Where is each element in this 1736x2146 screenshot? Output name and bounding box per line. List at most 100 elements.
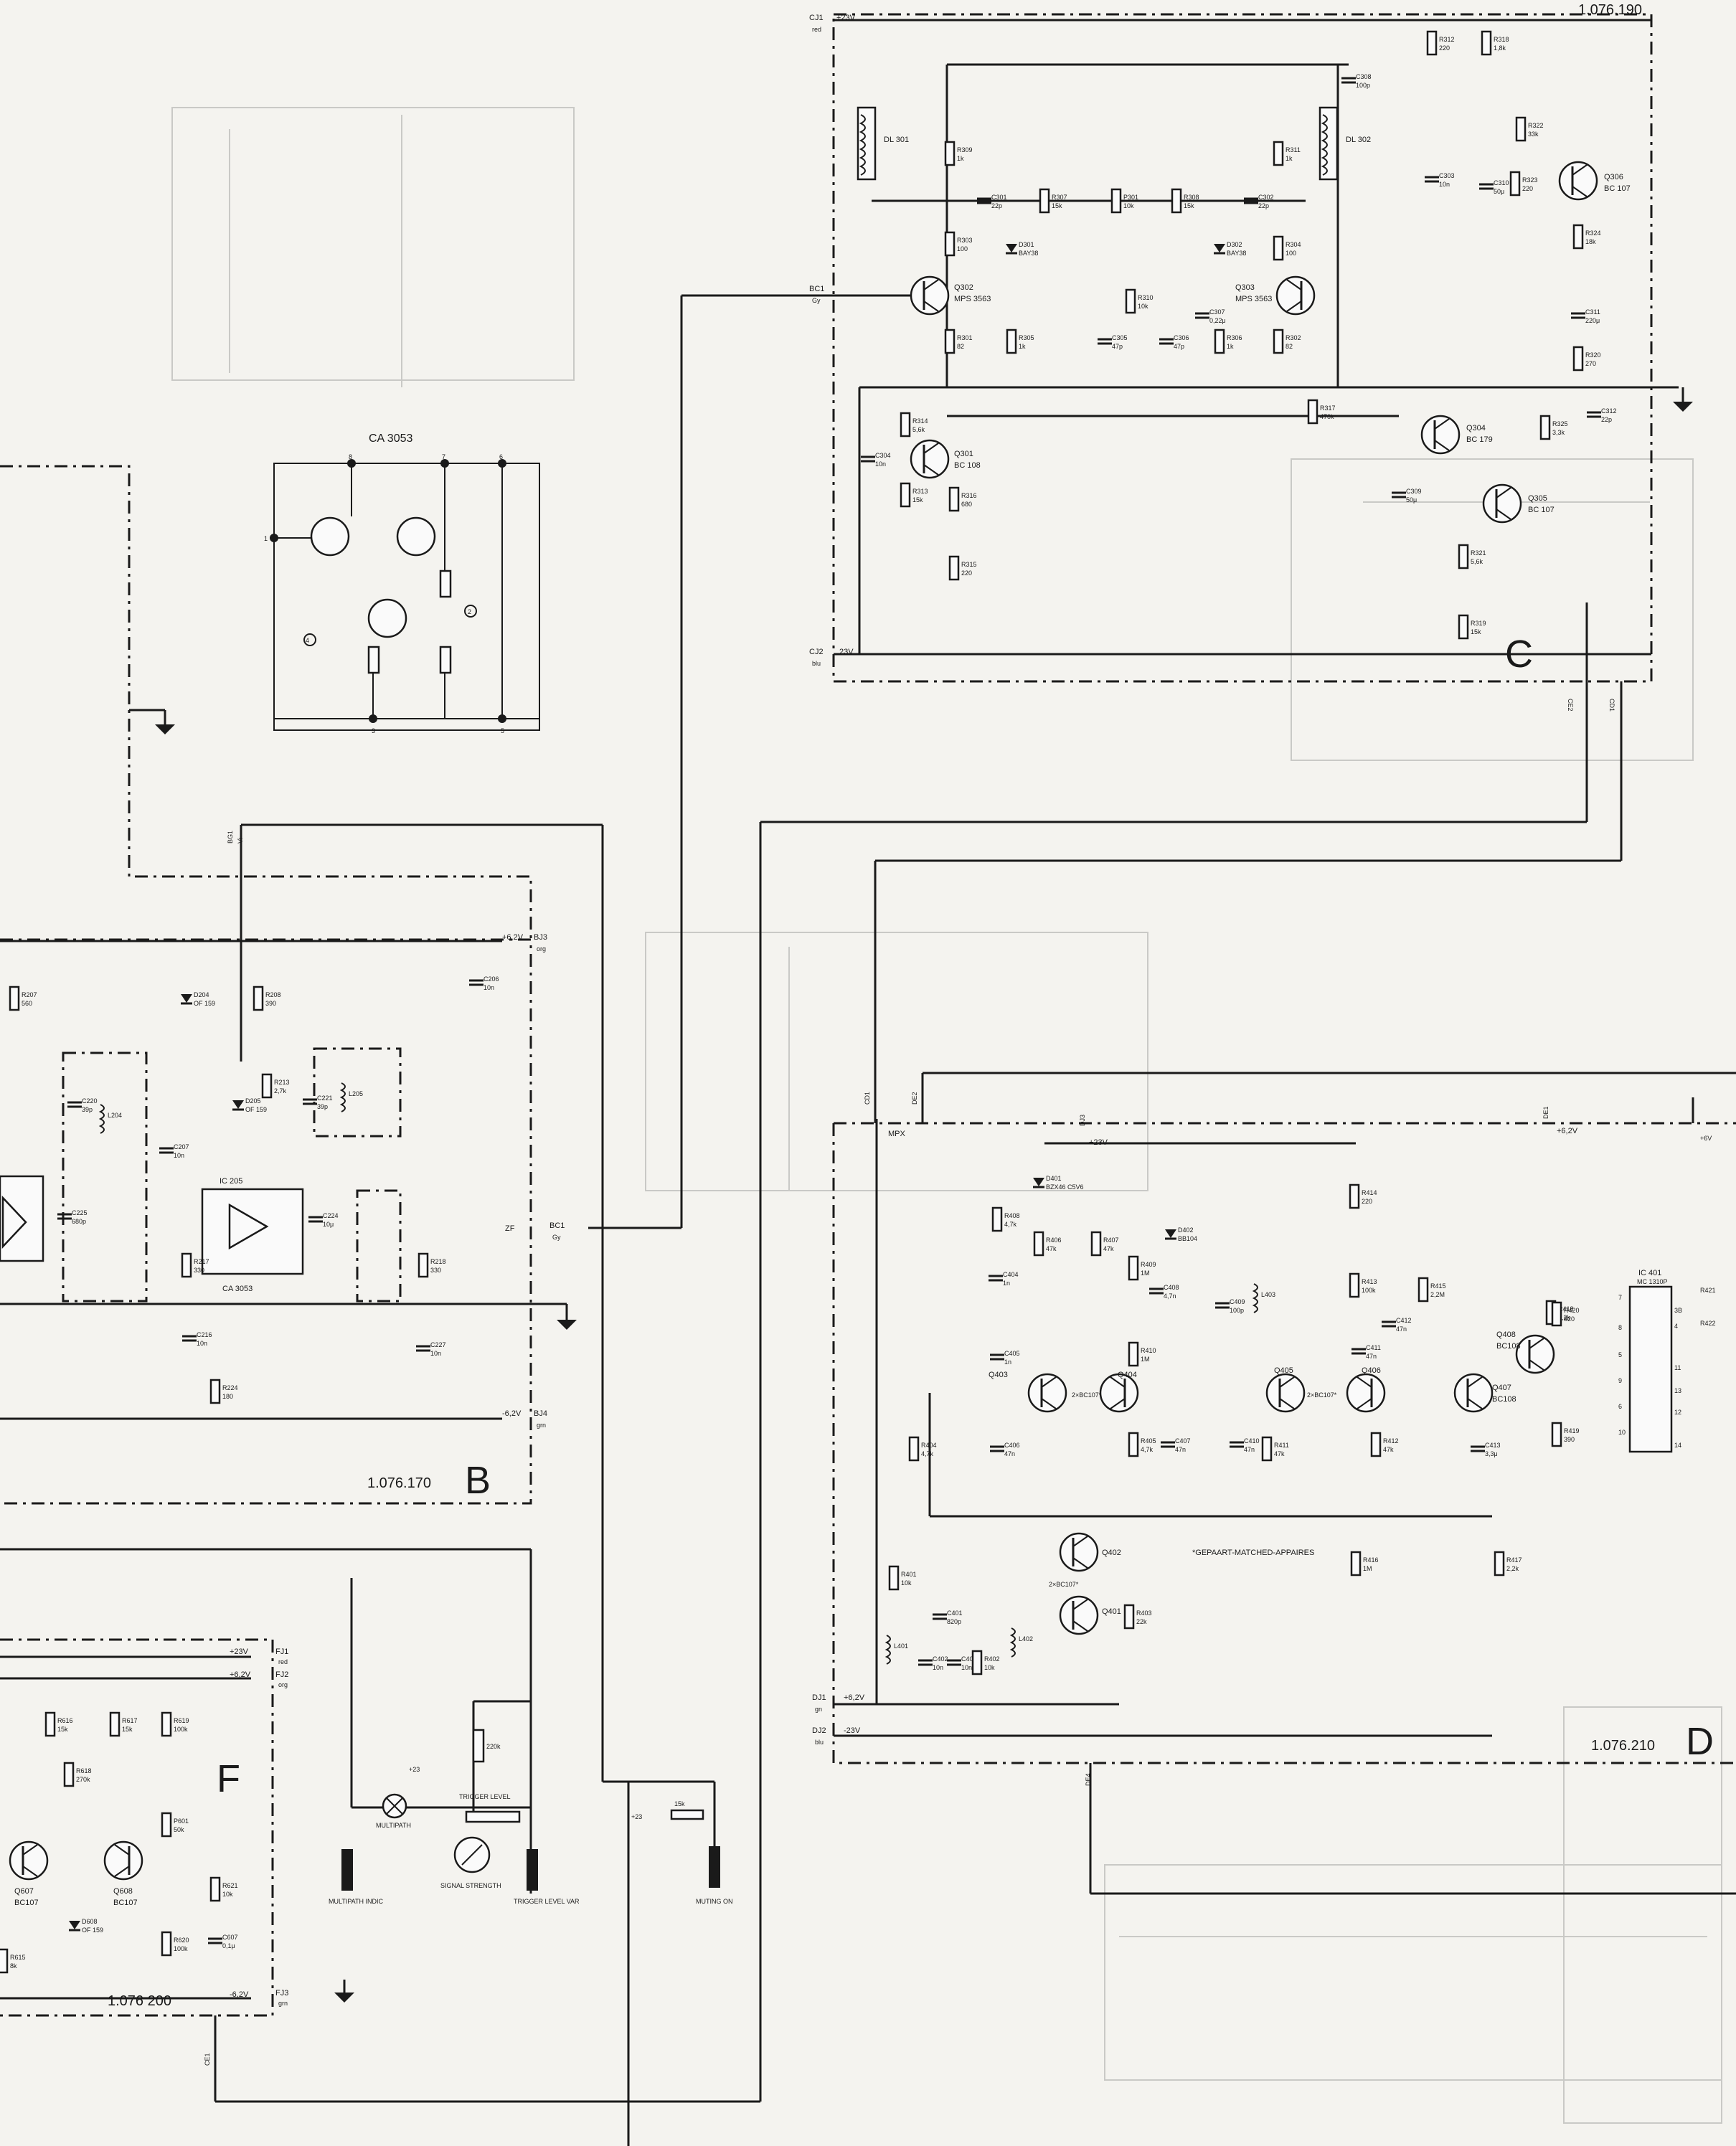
svg-text:BC108: BC108 <box>1496 1342 1521 1351</box>
c-c301-value: 22p <box>991 202 1002 209</box>
d-r419-ref: R419 <box>1564 1427 1580 1434</box>
d-r408-ref: R408 <box>1004 1212 1020 1219</box>
d-l402: L402 <box>1009 1627 1033 1658</box>
c-r303-ref: R303 <box>957 237 973 244</box>
transistor-q301: Q301 BC 108 <box>910 439 981 479</box>
c-r321-ref: R321 <box>1471 549 1486 557</box>
f-r620-value: 100k <box>174 1945 188 1952</box>
conn-bc1-b: BC1 <box>549 1221 565 1230</box>
d-r415-ref: R415 <box>1430 1282 1446 1290</box>
svg-text:8: 8 <box>349 453 352 460</box>
supply-plus62-f: +6,2V <box>230 1670 251 1679</box>
f-d608-ref: D608 <box>82 1918 98 1925</box>
svg-text:Q406: Q406 <box>1362 1366 1381 1375</box>
trigger-level-pot: TRIGGER LEVEL <box>459 1793 521 1823</box>
d-r420-ref: R420 <box>1564 1307 1580 1314</box>
svg-text:BC 179: BC 179 <box>1466 435 1493 444</box>
c-c312-ref: C312 <box>1601 407 1617 415</box>
b-r217-value: 330 <box>194 1267 204 1274</box>
f-p601-ref: P601 <box>174 1818 189 1825</box>
c-r322-ref: R322 <box>1528 122 1544 129</box>
c-d302-ref: D302 <box>1227 241 1242 248</box>
ic-401: IC 401 MC 1310P 3B 4 11 13 12 14 7 8 5 9… <box>1618 1135 1716 1453</box>
c-r306-value: 1k <box>1227 343 1234 350</box>
d-r403-value: 22k <box>1136 1618 1147 1625</box>
f-r615-ref: R615 <box>10 1954 26 1961</box>
board-c-components: R3091kR303100R30182C30122pR30715kP30110k… <box>861 30 1617 640</box>
c-r312-value: 220 <box>1439 44 1450 52</box>
supply-plus62-d: +6,2V <box>1557 1127 1578 1135</box>
c-r319-value: 15k <box>1471 628 1481 635</box>
conn-dj3: DJ3 <box>1079 1115 1086 1126</box>
c-r321-value: 5,6k <box>1471 558 1483 565</box>
b-d204-value: OF 159 <box>194 1000 215 1007</box>
svg-text:BC 107: BC 107 <box>1528 506 1555 514</box>
d-r420-value: 820 <box>1564 1315 1575 1323</box>
b-l205-ref: L205 <box>349 1090 363 1097</box>
d-r413-value: 100k <box>1362 1287 1376 1294</box>
f-r616-ref: R616 <box>57 1717 73 1724</box>
conn-cd1-c: CD1 <box>1608 699 1615 712</box>
d-c401-value: 820p <box>947 1618 961 1625</box>
transistor-q302: Q302 MPS 3563 <box>910 275 991 316</box>
b-c207-ref: C207 <box>174 1143 189 1150</box>
svg-text:2×BC107*: 2×BC107* <box>1072 1391 1102 1399</box>
d-r406-ref: R406 <box>1046 1237 1062 1244</box>
svg-text:Q405: Q405 <box>1274 1366 1293 1375</box>
d-c407-ref: C407 <box>1175 1437 1191 1445</box>
d-r405-value: 4,7k <box>1141 1446 1154 1453</box>
svg-text:2×BC107*: 2×BC107* <box>1049 1581 1079 1588</box>
d-r407-ref: R407 <box>1103 1237 1119 1244</box>
c-r301-ref: R301 <box>957 334 973 341</box>
b-r208-value: 390 <box>265 1000 276 1007</box>
c-d301-ref: D301 <box>1019 241 1034 248</box>
d-r413-ref: R413 <box>1362 1278 1377 1285</box>
f-r618-value: 270k <box>76 1776 90 1783</box>
d-l402-ref: L402 <box>1019 1635 1033 1642</box>
ground-symbol-b <box>557 1304 577 1330</box>
svg-text:2: 2 <box>468 608 471 615</box>
delay-line-dl302: DL 302 <box>1318 106 1371 181</box>
svg-text:TRIGGER LEVEL: TRIGGER LEVEL <box>459 1793 511 1800</box>
c-c305-value: 47p <box>1112 343 1123 350</box>
wire-blu-d: blu <box>815 1739 824 1746</box>
svg-text:5: 5 <box>501 727 504 734</box>
svg-text:CA 3053: CA 3053 <box>222 1285 253 1293</box>
conn-dj2: DJ2 <box>812 1726 826 1735</box>
resistor-220k: 220k <box>472 1729 501 1763</box>
svg-text:7: 7 <box>442 453 445 460</box>
svg-text:MULTIPATH INDIC: MULTIPATH INDIC <box>329 1898 383 1905</box>
c-r320-ref: R320 <box>1585 351 1601 359</box>
supply-plus62-b: +6,2V <box>502 933 524 942</box>
bc1-color-b: Gy <box>552 1234 561 1241</box>
conn-bc1-c: BC1 <box>809 285 824 293</box>
c-r313-value: 15k <box>912 496 923 504</box>
c-r322-value: 33k <box>1528 131 1539 138</box>
c-c311-ref: C311 <box>1585 308 1600 316</box>
d-r404-value: 4,7k <box>921 1450 934 1457</box>
d-r409-ref: R409 <box>1141 1261 1156 1268</box>
f-p601-value: 50k <box>174 1826 184 1833</box>
svg-text:Q304: Q304 <box>1466 424 1486 432</box>
conn-bg1: BG1 <box>227 831 234 843</box>
